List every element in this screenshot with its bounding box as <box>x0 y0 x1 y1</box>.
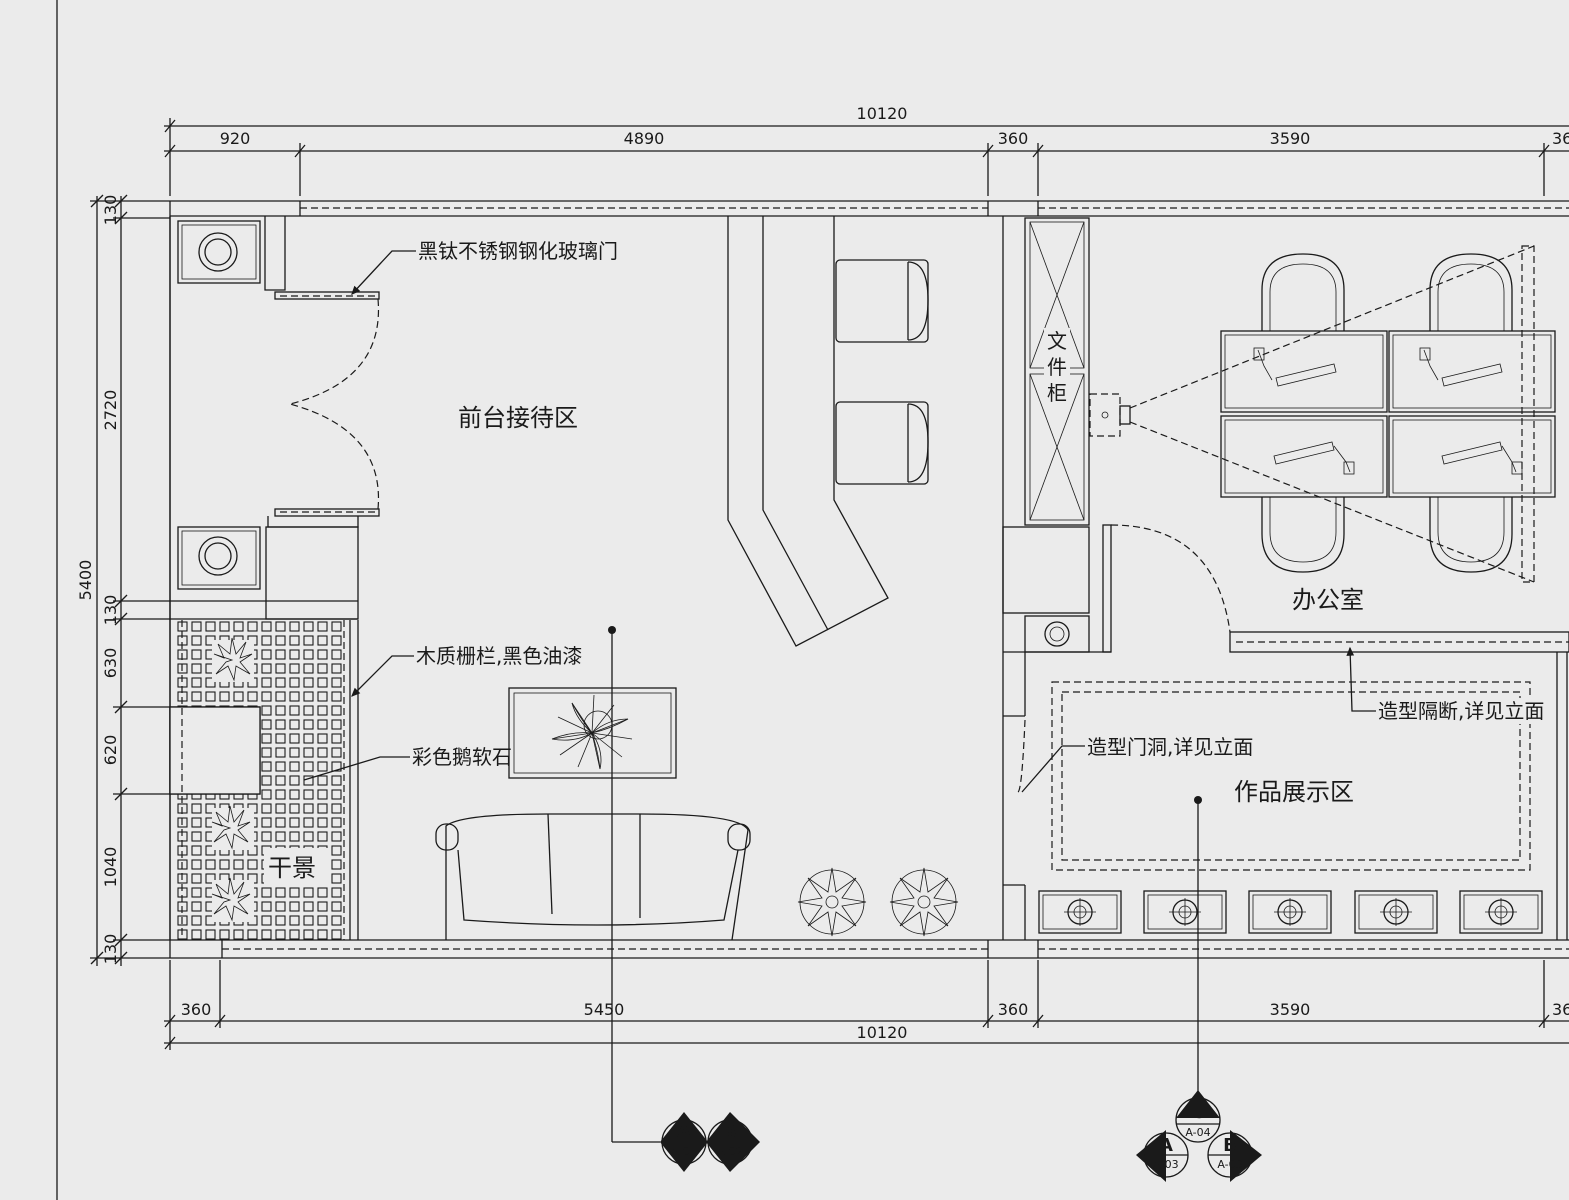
dim-left-seg-2: 2720 <box>101 390 120 431</box>
marker-a-sheet: A-01 <box>671 1145 696 1158</box>
dim-bottom-seg-4: 3590 <box>1270 1000 1311 1019</box>
reception-chairs <box>835 259 929 485</box>
marker-a2-letter: A <box>1159 1135 1173 1156</box>
fence-note: 木质栅栏,黑色油漆 <box>416 644 582 668</box>
potted-plants <box>797 867 959 937</box>
marker-b2-letter: B <box>1223 1135 1237 1156</box>
dim-left-seg-1: 130 <box>101 195 120 226</box>
display-pedestals <box>1038 890 1543 934</box>
display-area-label: 作品展示区 <box>1234 778 1354 806</box>
elevation-marker-group-2: C A-04 A A-03 B A-03 <box>1136 1090 1262 1182</box>
dim-left-seg-3: 130 <box>101 595 120 626</box>
top-dimensions: 10120 920 4890 360 3590 36 <box>164 104 1569 196</box>
dim-left-seg-5: 620 <box>101 735 120 766</box>
office-partition <box>1229 631 1569 653</box>
dim-bottom-seg-5: 36 <box>1552 1000 1569 1019</box>
left-dimensions: 5400 130 2720 130 630 620 1040 130 <box>76 194 170 966</box>
exhibition-area <box>1038 681 1543 934</box>
partition-note: 造型隔断,详见立面 <box>1378 699 1544 723</box>
cabinet-label-3: 柜 <box>1047 381 1067 405</box>
dim-left-seg-6: 1040 <box>101 847 120 888</box>
dim-left-total: 5400 <box>76 560 95 601</box>
door-note: 黑钛不锈钢钢化玻璃门 <box>418 239 618 263</box>
cabinet-label-2: 件 <box>1047 355 1067 379</box>
dim-top-seg-5: 36 <box>1552 129 1569 148</box>
dim-bottom-total: 10120 <box>857 1023 908 1042</box>
dim-top-seg-3: 360 <box>998 129 1029 148</box>
office-door-swing <box>1110 524 1231 633</box>
file-cabinet: 文 件 柜 <box>1002 217 1112 653</box>
dim-top-total: 10120 <box>857 104 908 123</box>
dry-landscape: 干景 <box>169 620 359 940</box>
projector <box>1089 245 1535 583</box>
marker-c-sheet: A-04 <box>1185 1126 1210 1139</box>
dim-bottom-seg-1: 360 <box>181 1000 212 1019</box>
walls <box>169 200 1569 959</box>
pebble-note: 彩色鹅软石 <box>412 745 512 769</box>
sofa <box>435 813 751 941</box>
reception-desk <box>727 216 889 647</box>
marker-b-letter: B <box>723 1122 737 1143</box>
reception-area-label: 前台接待区 <box>458 404 578 432</box>
office-label: 办公室 <box>1292 586 1364 614</box>
bottom-dimensions: 360 5450 360 3590 36 10120 <box>164 960 1569 1050</box>
annotation-leaders <box>303 250 1376 793</box>
dim-left-seg-4: 630 <box>101 648 120 679</box>
marker-b2-sheet: A-03 <box>1217 1158 1242 1171</box>
marker-c-letter: C <box>1191 1102 1204 1123</box>
dim-bottom-seg-2: 5450 <box>584 1000 625 1019</box>
marker-a-letter: A <box>677 1122 691 1143</box>
dim-top-seg-4: 3590 <box>1270 129 1311 148</box>
dry-landscape-label: 干景 <box>268 854 316 882</box>
dim-bottom-seg-3: 360 <box>998 1000 1029 1019</box>
doorway-note: 造型门洞,详见立面 <box>1087 735 1253 759</box>
dim-left-seg-7: 130 <box>101 934 120 965</box>
cabinet-label-1: 文 <box>1047 329 1067 353</box>
section-cut-left <box>608 626 660 1143</box>
marker-b-sheet: A-02 <box>717 1145 742 1158</box>
elevation-marker-group-1: A A-01 B A-02 <box>660 1112 760 1172</box>
office-chairs <box>1261 253 1513 573</box>
office-desks <box>1220 330 1556 498</box>
dim-top-seg-2: 4890 <box>624 129 665 148</box>
section-cut-right <box>1194 796 1202 1092</box>
marker-a2-sheet: A-03 <box>1153 1158 1178 1171</box>
dim-top-seg-1: 920 <box>220 129 251 148</box>
coffee-table <box>508 687 677 779</box>
